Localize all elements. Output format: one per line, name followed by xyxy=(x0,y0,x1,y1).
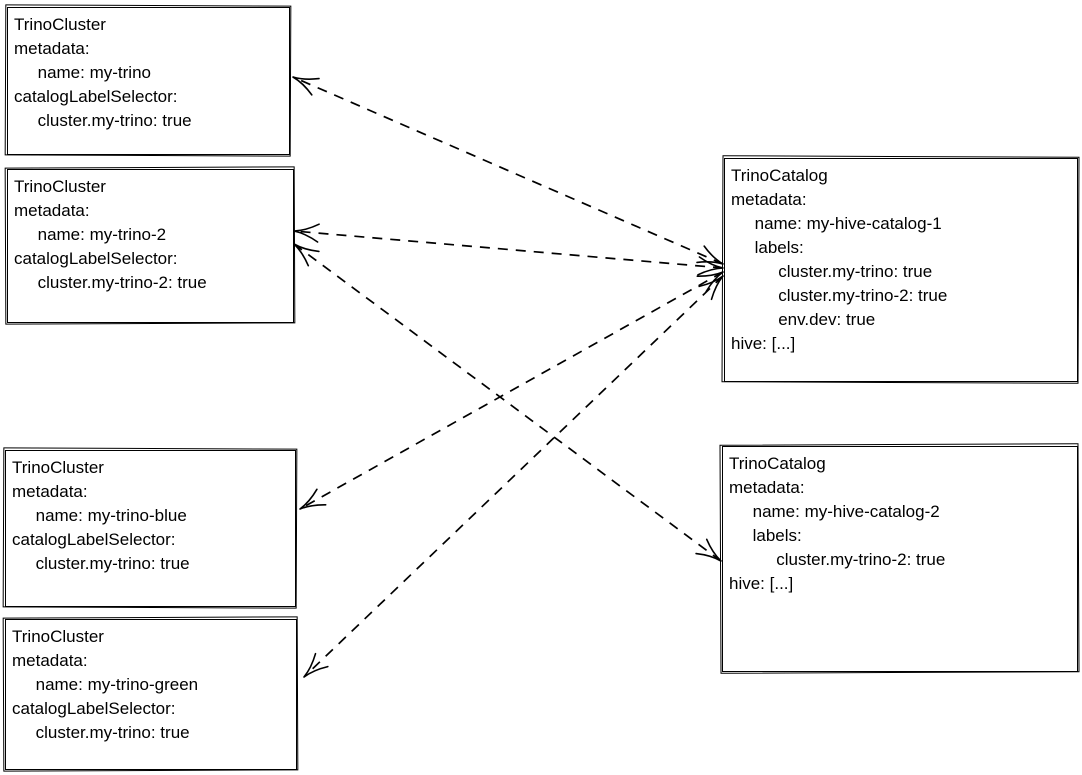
trinocluster-my-trino-green-box: TrinoCluster metadata: name: my-trino-gr… xyxy=(5,619,297,770)
arrow-head xyxy=(293,223,320,243)
box-text-line: catalogLabelSelector: xyxy=(14,87,178,106)
connection-trinocatalog-my-hive-catalog-1--trinocluster-my-trino xyxy=(292,76,724,265)
trinocluster-my-trino-blue-box: TrinoCluster metadata: name: my-trino-bl… xyxy=(5,450,296,607)
box-text-line: cluster.my-trino-2: true xyxy=(731,286,948,305)
box-text-line: cluster.my-trino-2: true xyxy=(729,550,946,569)
box-text-line: cluster.my-trino: true xyxy=(14,111,192,130)
box-text-line: cluster.my-trino: true xyxy=(731,262,933,281)
box-text-line: metadata: xyxy=(14,39,90,58)
box-text-line: labels: xyxy=(731,238,804,257)
trinocatalog-my-hive-catalog-2-box: TrinoCatalog metadata: name: my-hive-cat… xyxy=(722,446,1078,672)
arrow-head xyxy=(696,271,724,293)
arrow-head xyxy=(292,76,320,96)
box-text-line: TrinoCluster xyxy=(12,458,104,477)
box-text-line: metadata: xyxy=(12,651,88,670)
arrow-line xyxy=(303,275,724,678)
arrow-head xyxy=(303,652,329,678)
box-text-line: metadata: xyxy=(731,190,807,209)
box-text-line: catalogLabelSelector: xyxy=(12,530,176,549)
arrow-head xyxy=(696,245,724,265)
arrow-line xyxy=(293,243,722,562)
box-text-line: hive: [...] xyxy=(729,574,794,593)
box-text-line: TrinoCluster xyxy=(14,15,106,34)
box-text-line: hive: [...] xyxy=(731,334,796,353)
box-text-line: name: my-trino-blue xyxy=(12,506,187,525)
box-text-line: TrinoCatalog xyxy=(731,166,828,185)
box-text-line: metadata: xyxy=(729,478,805,497)
arrow-head xyxy=(695,538,722,562)
arrow-line xyxy=(299,271,724,510)
arrow-line xyxy=(292,76,724,265)
arrow-head xyxy=(698,275,724,301)
box-text-line: labels: xyxy=(729,526,802,545)
trinocluster-my-trino-box: TrinoCluster metadata: name: my-trino ca… xyxy=(7,7,290,155)
box-text-line: name: my-hive-catalog-1 xyxy=(731,214,942,233)
box-text-line: catalogLabelSelector: xyxy=(12,699,176,718)
connection-trinocatalog-my-hive-catalog-1--trinocluster-my-trino-2 xyxy=(293,223,724,276)
arrow-head xyxy=(697,256,724,276)
trinocatalog-my-hive-catalog-1-box: TrinoCatalog metadata: name: my-hive-cat… xyxy=(724,158,1078,382)
connection-trinocatalog-my-hive-catalog-2--trinocluster-my-trino-2 xyxy=(293,243,722,562)
box-text-line: TrinoCatalog xyxy=(729,454,826,473)
connection-trinocatalog-my-hive-catalog-1--trinocluster-my-trino-green xyxy=(303,275,724,678)
arrow-head xyxy=(293,243,320,267)
box-text-line: name: my-trino-2 xyxy=(14,225,167,244)
connection-trinocatalog-my-hive-catalog-1--trinocluster-my-trino-blue xyxy=(299,271,724,510)
arrow-line xyxy=(293,230,724,269)
box-text-line: name: my-hive-catalog-2 xyxy=(729,502,940,521)
box-text-line: cluster.my-trino: true xyxy=(12,723,190,742)
box-text-line: TrinoCluster xyxy=(12,627,104,646)
box-text-line: name: my-trino xyxy=(14,63,151,82)
arrow-head xyxy=(299,488,327,510)
box-text-line: metadata: xyxy=(14,201,90,220)
box-text-line: name: my-trino-green xyxy=(12,675,199,694)
box-text-line: env.dev: true xyxy=(731,310,876,329)
box-text-line: TrinoCluster xyxy=(14,177,106,196)
trinocluster-my-trino-2-box: TrinoCluster metadata: name: my-trino-2 … xyxy=(7,169,294,323)
box-text-line: cluster.my-trino-2: true xyxy=(14,273,207,292)
box-text-line: metadata: xyxy=(12,482,88,501)
box-text-line: cluster.my-trino: true xyxy=(12,554,190,573)
box-text-line: catalogLabelSelector: xyxy=(14,249,178,268)
